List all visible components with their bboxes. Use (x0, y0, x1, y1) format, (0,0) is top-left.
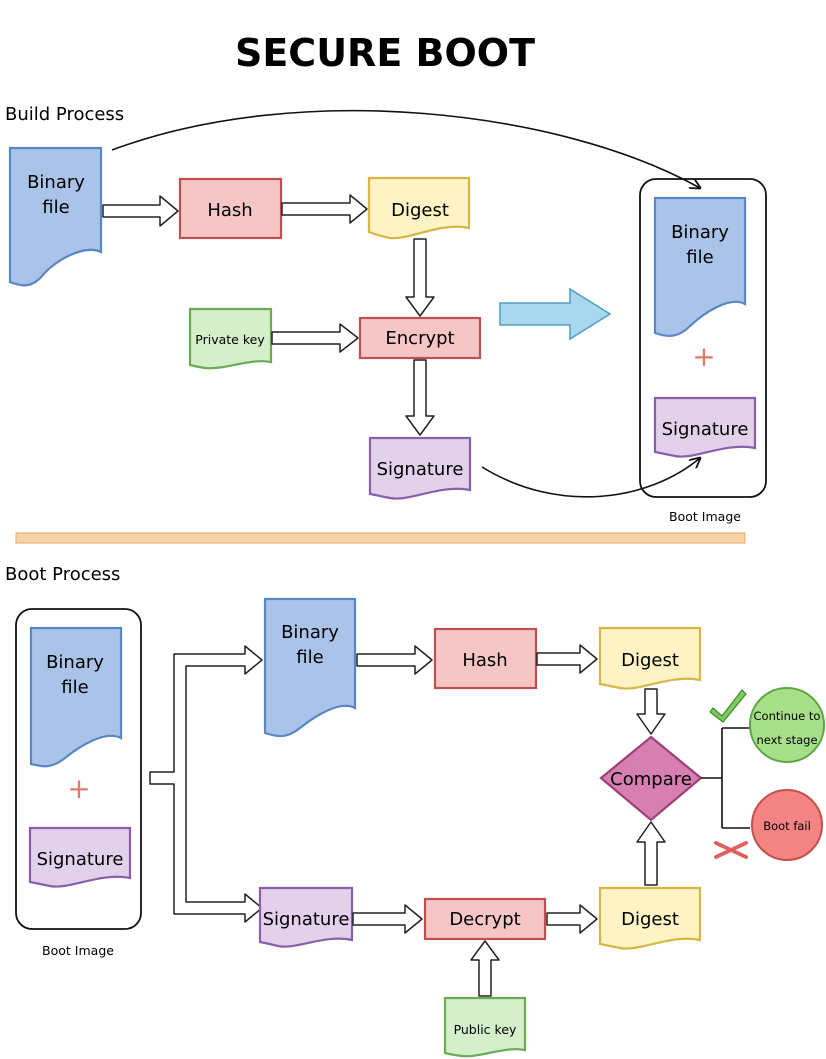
page-title: SECURE BOOT (235, 31, 535, 75)
boot-hash-box: Hash (433, 627, 538, 690)
svg-text:Public key: Public key (454, 1022, 517, 1037)
svg-text:Continue to: Continue to (754, 709, 821, 723)
svg-text:Boot fail: Boot fail (763, 819, 811, 833)
boot-boot-image: Binary file + Signature (15, 608, 142, 930)
build-image-caption: Boot Image (669, 509, 741, 524)
signature-to-image-connector (481, 458, 700, 498)
svg-text:Private key: Private key (195, 332, 265, 347)
arrow-digest-bottom-to-compare (636, 821, 666, 886)
svg-text:next stage: next stage (756, 733, 817, 747)
encrypt-box: Encrypt (358, 316, 482, 360)
arrow-digest-to-compare (636, 688, 666, 735)
boot-digest-top: Digest (598, 626, 702, 690)
build-section-label: Build Process (5, 104, 124, 125)
svg-text:Hash: Hash (462, 650, 507, 671)
arrow-publickey-to-decrypt (470, 940, 500, 997)
boot-section-label: Boot Process (5, 564, 120, 585)
svg-text:Signature: Signature (263, 909, 350, 930)
arrow-digest-to-encrypt (405, 238, 435, 317)
arrow-encrypt-to-signature (405, 359, 435, 436)
binary-to-image-connector (111, 109, 700, 188)
arrow-decrypt-to-digest (546, 904, 598, 934)
build-hash-box: Hash (178, 177, 283, 240)
split-connector (149, 645, 263, 923)
svg-text:Digest: Digest (621, 650, 679, 671)
svg-text:Encrypt: Encrypt (385, 328, 454, 349)
svg-text:Binary: Binary (671, 222, 729, 243)
build-boot-image: Binary file + Signature (639, 178, 767, 498)
svg-text:Digest: Digest (621, 909, 679, 930)
continue-next-stage: Continue to next stage (749, 687, 825, 763)
svg-text:Signature: Signature (377, 459, 464, 480)
svg-text:file: file (61, 677, 88, 698)
svg-text:Compare: Compare (610, 769, 692, 790)
build-signature: Signature (368, 436, 472, 500)
private-key: Private key (188, 307, 273, 370)
compare-decision: Compare (599, 735, 703, 822)
svg-text:+: + (67, 772, 90, 805)
compare-branch-lines (701, 727, 750, 829)
svg-text:Digest: Digest (391, 200, 449, 221)
boot-fail: Boot fail (751, 789, 823, 861)
arrow-binary-to-hash (102, 195, 179, 227)
svg-text:Hash: Hash (207, 200, 252, 221)
svg-text:file: file (296, 647, 323, 668)
boot-image-caption: Boot Image (42, 943, 114, 958)
section-divider (15, 532, 746, 544)
big-arrow (499, 287, 612, 341)
svg-text:file: file (42, 197, 69, 218)
cross-icon (714, 841, 748, 859)
arrow-boot-hash-to-digest (536, 644, 598, 674)
svg-text:Signature: Signature (37, 849, 124, 870)
build-binary-file: Binary file (8, 146, 103, 287)
boot-signature: Signature (258, 886, 354, 948)
boot-binary-file: Binary file (263, 597, 357, 738)
svg-text:Binary: Binary (46, 652, 104, 673)
svg-text:Binary: Binary (27, 172, 85, 193)
boot-digest-bottom: Digest (598, 886, 702, 950)
build-digest: Digest (367, 176, 471, 240)
svg-text:Decrypt: Decrypt (449, 909, 520, 930)
public-key: Public key (443, 996, 527, 1058)
svg-text:+: + (692, 340, 715, 373)
arrow-hash-to-digest (281, 194, 368, 224)
decrypt-box: Decrypt (423, 897, 547, 941)
arrow-boot-binary-to-hash (356, 645, 433, 675)
svg-text:file: file (686, 247, 713, 268)
svg-text:Signature: Signature (662, 419, 749, 440)
arrow-privatekey-to-encrypt (271, 323, 359, 353)
check-icon (709, 689, 747, 723)
arrow-signature-to-decrypt (352, 904, 423, 934)
svg-text:Binary: Binary (281, 622, 339, 643)
